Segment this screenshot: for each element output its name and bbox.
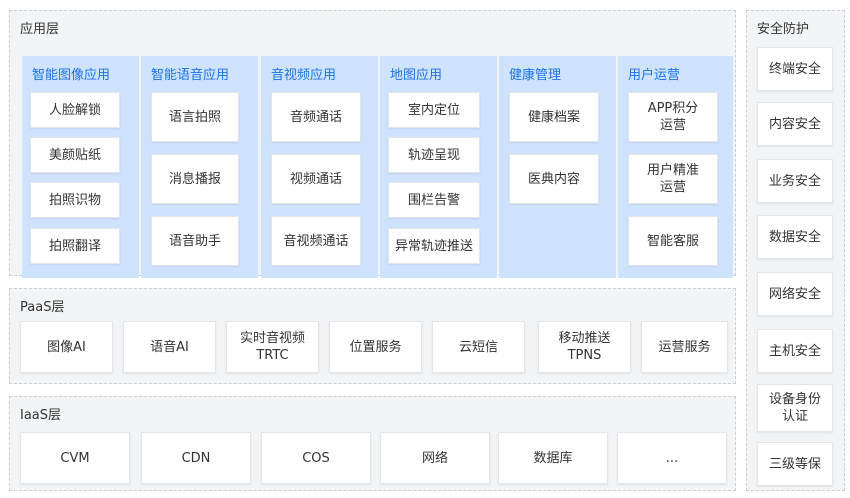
app-item: 围栏告警 xyxy=(388,182,480,218)
security-item: 内容安全 xyxy=(757,102,833,146)
security-item: 终端安全 xyxy=(757,47,833,91)
column-title: 智能语音应用 xyxy=(151,68,230,83)
app-item: 健康档案 xyxy=(509,92,599,142)
security-item: 主机安全 xyxy=(757,329,833,373)
app-item: 美颜贴纸 xyxy=(30,137,120,173)
iaas-layer-title: IaaS层 xyxy=(20,408,62,423)
app-item: 语音助手 xyxy=(151,216,239,266)
column-title: 用户运营 xyxy=(628,68,681,83)
column-av-apps: 音视频应用 音频通话 视频通话 音视频通话 xyxy=(261,56,378,278)
iaas-layer: IaaS层 CVM CDN COS 网络 数据库 ... xyxy=(9,396,736,491)
security-layer: 安全防护 终端安全 内容安全 业务安全 数据安全 网络安全 主机安全 设备身份 … xyxy=(746,10,845,491)
iaas-item: CDN xyxy=(141,432,251,484)
app-item: 智能客服 xyxy=(628,216,718,266)
paas-item: 运营服务 xyxy=(641,321,728,373)
security-item: 三级等保 xyxy=(757,442,833,486)
paas-item: 语音AI xyxy=(123,321,216,373)
column-title: 健康管理 xyxy=(509,68,562,83)
column-user-ops: 用户运营 APP积分 运营 用户精准 运营 智能客服 xyxy=(618,56,733,278)
paas-item: 移动推送 TPNS xyxy=(538,321,631,373)
app-item: 异常轨迹推送 xyxy=(388,228,480,264)
app-item: 医典内容 xyxy=(509,154,599,204)
column-title: 智能图像应用 xyxy=(32,68,111,83)
paas-item: 位置服务 xyxy=(329,321,422,373)
app-item: APP积分 运营 xyxy=(628,92,718,142)
security-item: 数据安全 xyxy=(757,215,833,259)
app-item: 轨迹呈现 xyxy=(388,137,480,173)
security-item: 网络安全 xyxy=(757,272,833,316)
app-item: 音视频通话 xyxy=(271,216,361,266)
column-map-apps: 地图应用 室内定位 轨迹呈现 围栏告警 异常轨迹推送 xyxy=(380,56,497,278)
security-item: 设备身份 认证 xyxy=(757,384,833,432)
security-layer-title: 安全防护 xyxy=(757,22,810,37)
app-item: 视频通话 xyxy=(271,154,361,204)
security-item: 业务安全 xyxy=(757,159,833,203)
paas-item: 图像AI xyxy=(20,321,113,373)
paas-item: 实时音视频 TRTC xyxy=(226,321,319,373)
iaas-item: 数据库 xyxy=(498,432,608,484)
app-item: 拍照翻译 xyxy=(30,228,120,264)
app-layer-title: 应用层 xyxy=(20,22,60,37)
column-voice-apps: 智能语音应用 语言拍照 消息播报 语音助手 xyxy=(141,56,258,278)
iaas-item: 网络 xyxy=(380,432,490,484)
app-item: 消息播报 xyxy=(151,154,239,204)
iaas-item: ... xyxy=(617,432,727,484)
app-item: 拍照识物 xyxy=(30,182,120,218)
iaas-item: COS xyxy=(261,432,371,484)
app-item: 人脸解锁 xyxy=(30,92,120,128)
column-health: 健康管理 健康档案 医典内容 xyxy=(499,56,616,278)
app-item: 语言拍照 xyxy=(151,92,239,142)
column-title: 地图应用 xyxy=(390,68,443,83)
app-layer: 应用层 智能图像应用 人脸解锁 美颜贴纸 拍照识物 拍照翻译 智能语音应用 语言… xyxy=(9,10,736,278)
app-item: 音频通话 xyxy=(271,92,361,142)
app-item: 用户精准 运营 xyxy=(628,154,718,204)
paas-layer: PaaS层 图像AI 语音AI 实时音视频 TRTC 位置服务 云短信 移动推送… xyxy=(9,288,736,384)
app-item: 室内定位 xyxy=(388,92,480,128)
column-title: 音视频应用 xyxy=(271,68,337,83)
paas-layer-title: PaaS层 xyxy=(20,300,65,315)
paas-item: 云短信 xyxy=(432,321,525,373)
column-image-apps: 智能图像应用 人脸解锁 美颜贴纸 拍照识物 拍照翻译 xyxy=(22,56,139,278)
iaas-item: CVM xyxy=(20,432,130,484)
